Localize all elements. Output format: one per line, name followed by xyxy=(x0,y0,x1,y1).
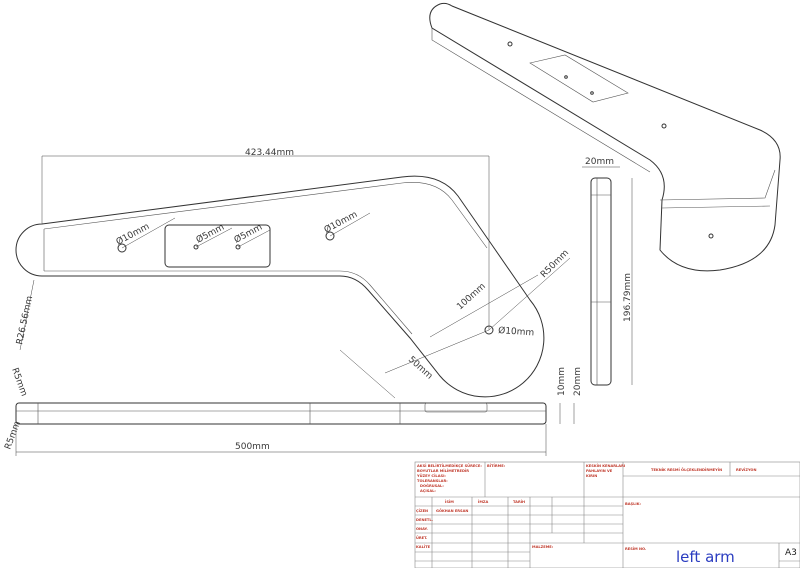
edge-line xyxy=(424,402,488,413)
side-outline xyxy=(15,402,547,425)
leader xyxy=(121,217,176,249)
dim-line xyxy=(384,329,490,374)
leader xyxy=(329,212,371,237)
hole-icon xyxy=(235,244,241,250)
top-view: 423.44mm Ø10mm Ø5mm Ø5mm Ø10mm Ø10mm R26… xyxy=(15,148,571,399)
tb-note: AKSİ BELİRTİLMEDİKÇE SÜRECE: xyxy=(417,463,482,468)
tb-note: AÇISAL: xyxy=(420,489,436,493)
dim-line xyxy=(429,274,539,338)
tb-header-date: TARİH xyxy=(513,499,525,504)
leader xyxy=(19,279,35,351)
leader xyxy=(237,229,271,248)
leader xyxy=(488,257,571,331)
tb-note: BOYUTLAR MİLİMETREDİR xyxy=(417,468,469,473)
dim-line xyxy=(339,349,396,399)
tb-material: MALZEME: xyxy=(532,545,554,549)
hole-icon xyxy=(325,231,335,241)
dim-100: 100mm xyxy=(455,282,487,313)
dim-radius-left: R26.56mm xyxy=(15,295,35,346)
iso-outline xyxy=(429,2,781,272)
tb-row-label: ÜRET. xyxy=(416,535,427,540)
iso-edge xyxy=(431,28,776,209)
tb-revision: REVİZYON xyxy=(736,467,756,472)
hole-icon xyxy=(193,244,199,250)
hole-icon xyxy=(117,243,127,253)
hole-icon xyxy=(661,123,667,129)
tb-sheet-size: A3 xyxy=(785,548,797,558)
tb-note: TOLERANSLAR: xyxy=(417,479,448,483)
hole-icon xyxy=(708,233,714,239)
dim-50: 50mm xyxy=(406,355,434,382)
side-view: 500mm R5mm R5mm 10mm 20mm xyxy=(3,367,583,456)
dim-overall-top: 423.44mm xyxy=(245,148,294,158)
tb-row-label: ÇİZEN xyxy=(416,508,428,513)
tb-drawing-no-label: RESİM NO. xyxy=(625,546,646,551)
end-view: 20mm 196.79mm xyxy=(582,157,633,386)
part-inner-edge xyxy=(43,182,488,335)
dim-radius-end: R50mm xyxy=(539,248,571,280)
tb-row-label: ONAY. xyxy=(416,527,428,531)
tb-header-name: İSİM xyxy=(445,499,454,504)
part-outline xyxy=(15,175,545,398)
dim-side-length: 500mm xyxy=(235,442,270,452)
tb-finish: BİTİRME: xyxy=(487,463,506,468)
tb-note: YÜZEY CİLASI: xyxy=(416,473,446,478)
tb-header-signature: İMZA xyxy=(478,499,489,504)
tb-drawing-no: left arm xyxy=(676,548,735,566)
tb-title-label: BAŞLIK: xyxy=(625,502,642,506)
tb-edge: KIRIN xyxy=(586,474,597,478)
isometric-view xyxy=(429,2,781,272)
slot-cutout xyxy=(164,224,271,268)
dim-side-20: 20mm xyxy=(573,367,583,396)
dim-right-width: 20mm xyxy=(585,157,614,167)
hole-icon xyxy=(590,91,594,95)
dim-side-r5-top: R5mm xyxy=(9,367,28,398)
tb-row-label: DENETL. xyxy=(416,518,433,522)
hole-icon xyxy=(564,75,568,79)
holes xyxy=(117,231,494,335)
tb-no-scale: TEKNİK RESMİ ÖLÇEKLENDİRMEYİN xyxy=(651,467,722,472)
tb-drawn-by: GÖKHAN ERSAN xyxy=(436,508,468,513)
dim-side-r5-bottom: R5mm xyxy=(3,420,22,451)
end-outline xyxy=(590,177,612,386)
tb-note: DOĞRUSAL: xyxy=(420,483,444,488)
tb-edge: PAHLAYIN VE xyxy=(586,469,613,473)
leader xyxy=(195,227,233,248)
tb-edge: KESKİN KENARLARI xyxy=(586,463,625,468)
dim-hole-5: Ø10mm xyxy=(498,325,535,338)
dim-right-height: 196.79mm xyxy=(623,273,633,322)
tb-row-label: KALİTE xyxy=(416,544,431,549)
iso-slot xyxy=(529,54,629,103)
hole-icon xyxy=(507,41,513,47)
dim-side-10: 10mm xyxy=(557,367,567,396)
title-block: AKSİ BELİRTİLMEDİKÇE SÜRECE: BOYUTLAR Mİ… xyxy=(414,461,800,568)
